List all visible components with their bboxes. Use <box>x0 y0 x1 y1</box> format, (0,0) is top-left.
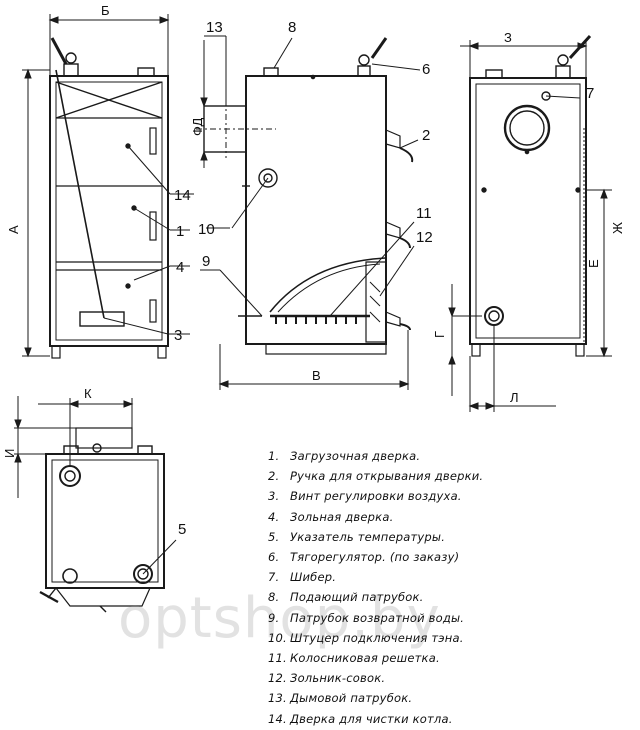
legend-number: 1. <box>268 449 280 463</box>
legend-number: 3. <box>268 489 280 504</box>
legend-text: Дверка для чистки котла. <box>290 711 453 726</box>
callout-13: 13 <box>206 19 223 36</box>
callout-11: 11 <box>416 205 432 222</box>
callout-12: 12 <box>416 229 433 246</box>
front-view <box>49 37 169 359</box>
legend-text: Указатель температуры. <box>290 529 446 544</box>
legend-number: 6. <box>268 550 280 565</box>
legend-item: 14.Дверка для чистки котла. <box>268 709 483 729</box>
dim-d-label: ФД <box>190 118 205 136</box>
legend-text: Загрузочная дверка. <box>290 449 421 463</box>
legend-item: 6. Тягорегулятор. (по заказу) <box>268 547 483 567</box>
legend-item: 4. Зольная дверка. <box>268 507 483 527</box>
legend-item: 13.Дымовой патрубок. <box>268 688 483 708</box>
legend-item: 3. Винт регулировки воздуха. <box>268 486 483 506</box>
rear-dimensions <box>448 40 612 412</box>
legend-item: 9. Патрубок возвратной воды. <box>268 608 483 628</box>
dimension-labels: Б А В ФД З Ж Е Г Л К И <box>2 3 625 458</box>
legend-text: Зольник-совок. <box>290 671 386 686</box>
legend-item: 5. Указатель температуры. <box>268 527 483 547</box>
callout-4: 4 <box>176 259 184 276</box>
legend-text: Винт регулировки воздуха. <box>290 489 462 504</box>
callout-6: 6 <box>422 61 430 78</box>
legend-text: Дымовой патрубок. <box>290 691 413 706</box>
callout-8: 8 <box>288 19 296 36</box>
legend-text: Шибер. <box>290 570 337 585</box>
legend-number: 10. <box>268 630 287 645</box>
front-dimensions <box>22 14 170 358</box>
callout-7: 7 <box>586 85 594 102</box>
legend-number: 14. <box>268 711 287 726</box>
legend-item: 1. Загрузочная дверка. <box>268 446 483 466</box>
legend-item: 11.Колосниковая решетка. <box>268 648 483 668</box>
legend-number: 9. <box>268 610 280 625</box>
legend-item: 10.Штуцер подключения тэна. <box>268 628 483 648</box>
legend-item: 8. Подающий патрубок. <box>268 587 483 607</box>
side-dimensions <box>200 40 410 390</box>
callout-3: 3 <box>174 327 182 344</box>
rear-view <box>469 34 592 357</box>
top-view <box>39 427 165 613</box>
legend-number: 13. <box>268 691 287 706</box>
callout-2: 2 <box>422 127 430 144</box>
callout-labels: 14 1 4 3 13 8 6 2 10 9 11 12 7 5 <box>174 19 594 538</box>
dim-b-label: Б <box>101 3 110 18</box>
callout-14: 14 <box>174 187 191 204</box>
legend-item: 7. Шибер. <box>268 567 483 587</box>
legend-item: 12.Зольник-совок. <box>268 668 483 688</box>
legend-text: Тягорегулятор. (по заказу) <box>290 550 460 565</box>
callout-9: 9 <box>202 253 210 270</box>
legend-number: 11. <box>268 651 287 666</box>
dim-g-label: Г <box>432 331 447 338</box>
leader-lines <box>103 35 581 575</box>
legend-text: Патрубок возвратной воды. <box>290 610 465 625</box>
dim-zh-label: Ж <box>610 222 625 234</box>
callout-1: 1 <box>176 223 184 240</box>
dim-i-label: И <box>2 449 17 458</box>
legend-text: Колосниковая решетка. <box>290 651 440 666</box>
dim-l-label: Л <box>510 390 519 405</box>
dim-v-label: В <box>312 368 321 383</box>
legend-text: Подающий патрубок. <box>290 590 424 605</box>
watermark-text: optshop.by <box>118 586 441 651</box>
legend-text: Зольная дверка. <box>290 509 394 524</box>
legend-number: 5. <box>268 529 280 544</box>
dim-e-label: Е <box>586 259 601 268</box>
legend-text: Ручка для открывания дверки. <box>290 469 484 484</box>
dim-z-label: З <box>504 30 512 45</box>
dim-a-label: А <box>6 225 21 234</box>
callout-10: 10 <box>198 221 215 238</box>
legend-number: 12. <box>268 671 287 686</box>
legend-number: 7. <box>268 570 280 585</box>
legend-number: 8. <box>268 590 280 605</box>
dim-k-label: К <box>84 386 92 401</box>
legend-item: 2. Ручка для открывания дверки. <box>268 466 483 486</box>
top-dimensions <box>14 396 134 498</box>
legend-text: Штуцер подключения тэна. <box>290 630 464 645</box>
legend-number: 4. <box>268 509 280 524</box>
parts-legend: 1. Загрузочная дверка. 2. Ручка для открыва… <box>268 446 483 729</box>
callout-5: 5 <box>178 521 186 538</box>
legend-number: 2. <box>268 469 280 484</box>
side-section-view <box>196 37 414 355</box>
